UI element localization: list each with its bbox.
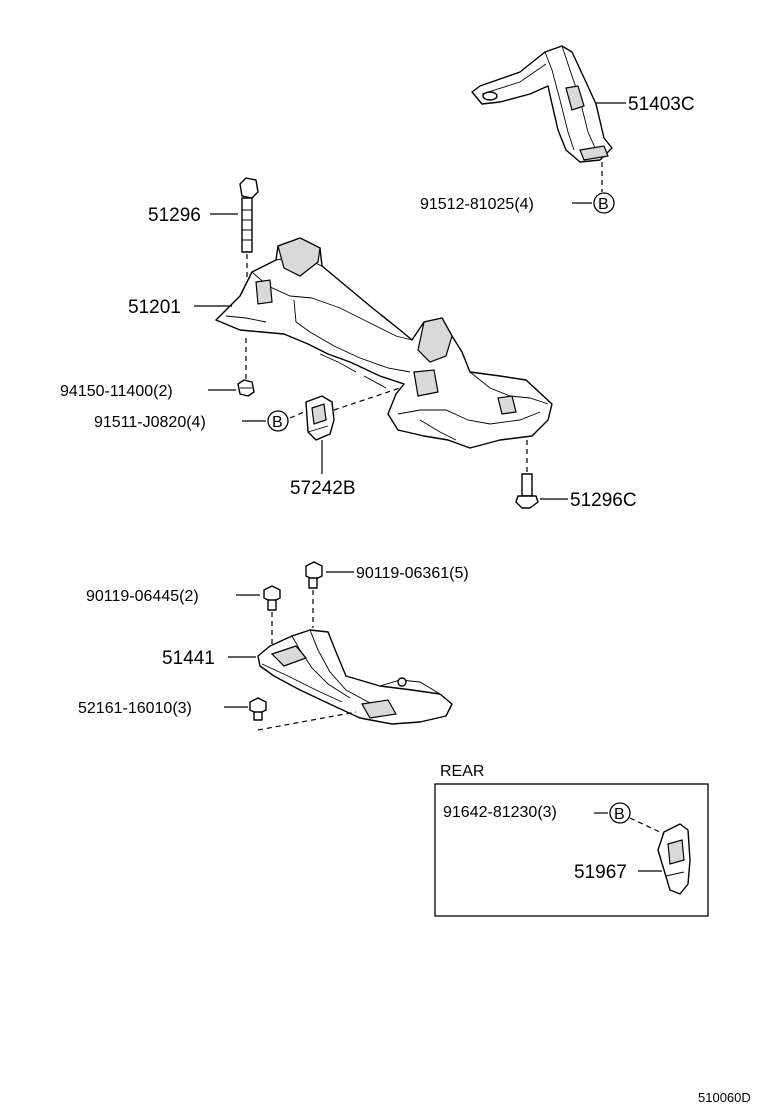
callout-b-mid-letter: B (272, 414, 283, 431)
label-91511: 91511-J0820(4) (94, 414, 206, 431)
part-51967-bracket (657, 823, 691, 895)
callout-b-top (593, 192, 615, 214)
part-51441-cover (257, 629, 453, 725)
label-52161: 52161-16010(3) (78, 700, 192, 717)
label-51441: 51441 (162, 648, 215, 669)
part-94150-nut (237, 379, 255, 397)
part-51296-bolt (239, 177, 259, 253)
label-51403c: 51403C (628, 94, 695, 115)
diagram-code: 510060D (698, 1090, 751, 1105)
rear-inset-box (434, 783, 709, 917)
rear-title: REAR (440, 763, 484, 780)
label-51296: 51296 (148, 205, 201, 226)
part-51296c-bolt (515, 473, 539, 509)
label-90119-06361: 90119-06361(5) (356, 565, 469, 582)
label-51967: 51967 (574, 862, 627, 883)
part-51403c-bracket (471, 45, 613, 163)
label-90119-06445: 90119-06445(2) (86, 588, 199, 605)
label-94150: 94150-11400(2) (60, 383, 173, 400)
part-52161-bolt (249, 697, 267, 721)
label-91642: 91642-81230(3) (443, 804, 557, 821)
dash-57242b-frame (333, 387, 401, 411)
dash-52161 (257, 711, 357, 731)
label-51201: 51201 (128, 297, 181, 318)
callout-b-rear-letter: B (614, 806, 625, 823)
callout-b-top-letter: B (598, 196, 609, 213)
label-51296c: 51296C (570, 490, 637, 511)
dash-b-to-51967 (629, 817, 665, 835)
part-57242b-bracket (305, 395, 335, 441)
label-91512: 91512-81025(4) (420, 196, 534, 213)
callout-b-mid (267, 410, 289, 432)
callout-b-rear (609, 802, 631, 824)
part-90119-06361-bolt (305, 561, 323, 589)
part-51201-crossmember (215, 237, 553, 449)
label-57242b: 57242B (290, 478, 356, 499)
dash-b-to-57242b (289, 411, 305, 419)
part-90119-06445-bolt (263, 585, 281, 611)
